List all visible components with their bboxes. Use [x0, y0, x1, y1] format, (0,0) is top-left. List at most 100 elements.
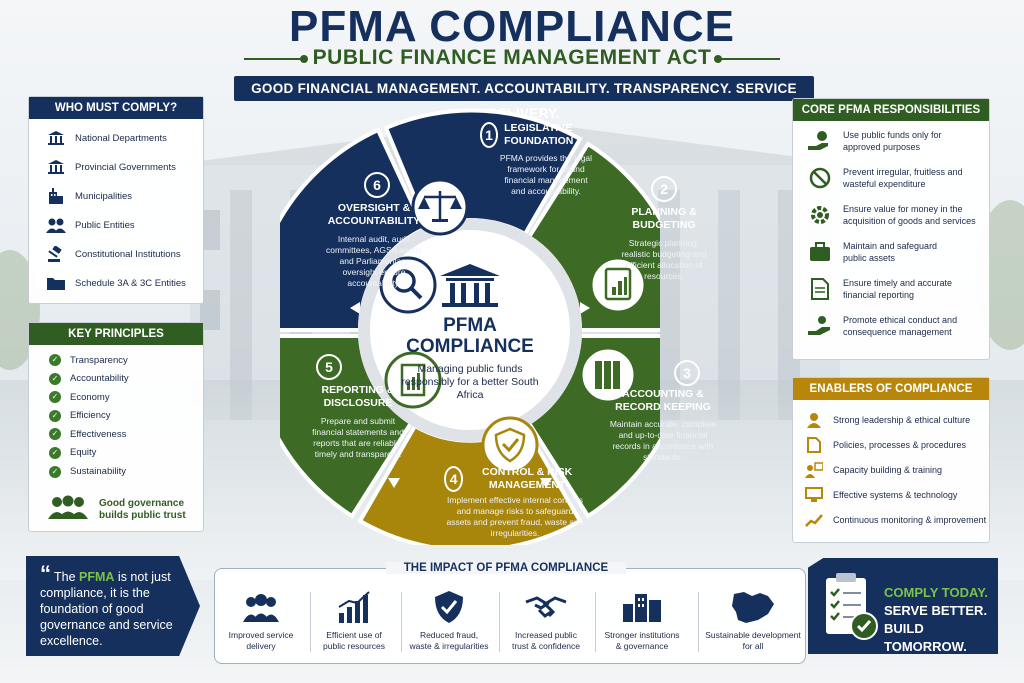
enabler-label: Capacity building & training — [833, 465, 943, 475]
cycle-arrow — [540, 478, 552, 488]
cta-line3: BUILD TOMORROW. — [884, 621, 967, 654]
segment-number: 1 — [480, 122, 499, 148]
responsibility-line: Ensure value for money in the — [843, 204, 963, 214]
segment-number: 6 — [364, 172, 390, 198]
who-must-comply-heading: WHO MUST COMPLY? — [29, 97, 203, 119]
handshake-icon — [497, 590, 595, 624]
quote-text: is not just compliance, it is the founda… — [40, 570, 173, 648]
responsibility-item: Ensure timely and accurate financial repo… — [807, 277, 989, 301]
principle-item: ✓Equity — [49, 446, 203, 459]
segment-text: Maintain accurate, complete and up-to-da… — [609, 419, 717, 462]
segment-text: PFMA provides the legal framework for so… — [499, 153, 593, 196]
people-group-icon — [212, 590, 310, 624]
center-building-columns-icon — [440, 264, 500, 307]
impact-label: public resources — [323, 641, 385, 651]
who-must-comply-panel: WHO MUST COMPLY? National Departments Pr… — [28, 96, 204, 304]
folder-icon — [45, 275, 67, 291]
people-group-icon — [47, 495, 89, 524]
segment-number: 3 — [674, 360, 700, 386]
comply-item-label: Municipalities — [75, 190, 133, 202]
principle-item: ✓Transparency — [49, 354, 203, 366]
responsibilities-panel: CORE PFMA RESPONSIBILITIES Use public fu… — [792, 98, 990, 360]
shield-check-icon — [481, 416, 539, 474]
enabler-label: Policies, processes & procedures — [833, 440, 967, 450]
segment-title: ACCOUNTING & RECORD KEEPING — [615, 388, 711, 413]
check-circle-icon: ✓ — [49, 428, 61, 441]
check-circle-icon: ✓ — [49, 372, 61, 385]
impact-divider — [698, 592, 699, 652]
people-group-icon — [45, 217, 67, 233]
cta-text: COMPLY TODAY. SERVE BETTER. BUILD TOMORR… — [884, 584, 999, 656]
hand-coin-icon — [807, 129, 833, 153]
document-icon — [807, 277, 833, 301]
segment-text: Strategic planning, realistic budgeting … — [621, 238, 707, 281]
computer-icon — [803, 487, 825, 503]
enabler-item: Capacity building & training — [803, 462, 989, 478]
subtitle-dot — [714, 55, 722, 63]
enabler-item: Policies, processes & procedures — [803, 437, 989, 453]
comply-item-label: Constitutional Institutions — [75, 248, 181, 260]
comply-item-constitutional: Constitutional Institutions — [45, 246, 203, 262]
enabler-item: Effective systems & technology — [803, 487, 989, 503]
policy-document-icon — [803, 437, 825, 453]
principle-item: ✓ Effectiveness — [49, 428, 203, 441]
impact-label: Stronger institutions — [604, 630, 680, 640]
enablers-panel: ENABLERS OF COMPLIANCE Strong leadership… — [792, 377, 990, 543]
responsibility-line: Use public funds only for — [843, 130, 942, 140]
comply-item-public-entities: Public Entities — [45, 217, 203, 233]
segment-text: Implement effective internal controls an… — [446, 495, 584, 538]
responsibility-line: financial reporting — [843, 290, 915, 300]
impact-item: Stronger institutions& governance — [593, 590, 691, 652]
segment-text: Internal audit, audit committees, AGSA a… — [326, 234, 422, 288]
segment-number: 5 — [316, 354, 342, 380]
segment-2: 2 PLANNING & BUDGETING Strategic plannin… — [614, 176, 714, 282]
subtitle-rule — [244, 58, 304, 60]
comply-item-label: Provincial Governments — [75, 161, 176, 173]
responsibility-line: acquisition of goods and services — [843, 216, 976, 226]
impact-item: Reduced fraud,waste & irregularities — [400, 590, 498, 652]
responsibility-line: public assets — [843, 253, 896, 263]
key-principles-heading: KEY PRINCIPLES — [29, 323, 203, 345]
responsibility-item: Ensure value for money in the acquisition… — [807, 203, 989, 227]
page-title: PFMA COMPLIANCE — [288, 2, 736, 51]
impact-label: & governance — [615, 641, 669, 651]
enabler-item: Continuous monitoring & improvement — [803, 512, 989, 528]
comply-item-provincial: Provincial Governments — [45, 159, 203, 175]
segment-4: 4 CONTROL & RISK MANAGEMENT Implement ef… — [444, 466, 586, 539]
shield-check-icon — [400, 590, 498, 624]
impact-label: Improved service — [228, 630, 294, 640]
report-document-icon — [384, 351, 442, 409]
binders-icon — [579, 346, 637, 404]
principle-item: ✓Economy — [49, 391, 203, 404]
segment-title: PLANNING & BUDGETING — [631, 206, 697, 231]
cycle-arrow — [388, 478, 400, 488]
segment-3: 3 ACCOUNTING & RECORD KEEPING Maintain a… — [604, 360, 722, 463]
check-circle-icon: ✓ — [49, 409, 61, 422]
quote-box: “The PFMA is not just compliance, it is … — [26, 556, 200, 656]
checklist-icon — [826, 573, 878, 640]
impact-label: Reduced fraud, — [419, 630, 479, 640]
segment-title: CONTROL & RISK MANAGEMENT — [482, 466, 573, 491]
no-money-icon — [807, 166, 833, 190]
comply-item-national: National Departments — [45, 130, 203, 146]
leader-icon — [803, 412, 825, 428]
scales-icon — [411, 178, 469, 236]
cycle-arrow — [580, 302, 590, 314]
responsibilities-heading: CORE PFMA RESPONSIBILITIES — [793, 99, 989, 121]
segment-title: REPORTING & DISCLOSURE — [321, 384, 395, 409]
principle-item: ✓Accountability — [49, 372, 203, 385]
city-building-icon — [45, 188, 67, 204]
segment-6: 6 OVERSIGHT & ACCOUNTABILITY Internal au… — [326, 172, 422, 289]
principle-label: Effectiveness — [70, 428, 127, 440]
segment-5: 5 REPORTING & DISCLOSURE Prepare and sub… — [310, 354, 406, 460]
responsibility-line: Prevent irregular, fruitless and — [843, 167, 963, 177]
center-title-line1: PFMA — [443, 315, 497, 336]
segment-title: LEGISLATIVE FOUNDATION — [504, 122, 574, 147]
responsibility-line: Ensure timely and accurate — [843, 278, 953, 288]
building-columns-icon — [45, 159, 67, 175]
enabler-label: Continuous monitoring & improvement — [833, 515, 987, 525]
quote-highlight: PFMA — [79, 570, 115, 584]
